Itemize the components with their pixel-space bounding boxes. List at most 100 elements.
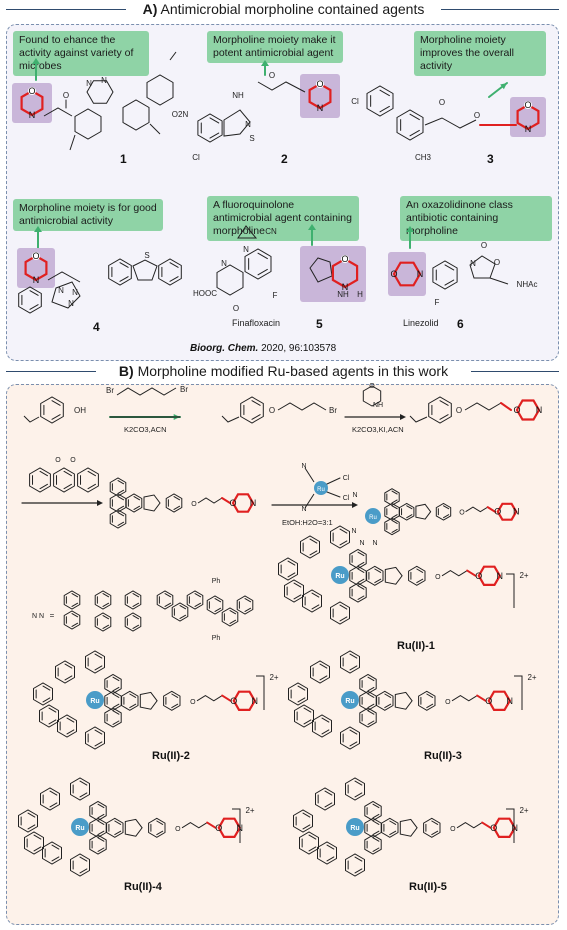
- compound-5-cyclopropyl-n: N: [243, 245, 249, 254]
- ru-complex-1-ancillary-ring-d-double-bond: [293, 582, 302, 588]
- ru-precursor-cl-bond-1: [326, 477, 341, 485]
- ru-complex-2-ip-ligand-pyridine-mid-double-bond: [112, 693, 120, 698]
- ru-complex-5-ip-ligand-pyridine-top-double-bond: [372, 813, 380, 819]
- ru-complex-3-ancillary-ring-d-double-bond: [303, 707, 312, 713]
- nn-legend-symbol: N N: [32, 613, 44, 620]
- product-ligand-pyridine-mid-double-bond: [391, 514, 398, 519]
- product-ru-center: [365, 508, 381, 524]
- legend-dpp-ring-2: [221, 607, 239, 627]
- legend-dpp-ring-2-double-bond: [229, 619, 237, 624]
- legend-dmb-ring-2-double-bond: [102, 624, 110, 629]
- ru-complex-4-ip-ligand-phenyl-double-bond: [156, 830, 164, 836]
- ru-complex-3-ip-ligand-central-ring-double-bond: [384, 693, 392, 698]
- compound-1-n1: N: [86, 79, 92, 88]
- compound-6-f: F: [435, 298, 440, 307]
- ru-complex-5-ancillary-ring-e: [345, 777, 365, 801]
- intermediate-1-ring-double-bond: [251, 400, 261, 406]
- product-ligand-pyridine-top-double-bond: [391, 490, 398, 495]
- phendione-ring-left: [29, 467, 51, 493]
- phendione-ring-left-double-bond: [39, 470, 48, 477]
- product-n-4: N: [359, 540, 364, 547]
- phendione-ring-left-double-bond: [39, 483, 48, 490]
- compound-3-cl: Cl: [351, 97, 359, 106]
- ru-complex-5-ancillary-ring-c-double-bond: [302, 824, 311, 830]
- compound-3-morpholine-highlight: [510, 97, 546, 137]
- ru-complex-1-ancillary-ring-e-double-bond: [339, 540, 348, 546]
- compound-5-morpholine-o-label: O: [341, 254, 348, 264]
- legend-tbu-ring-2-double-bond: [132, 615, 140, 620]
- ru-complex-4-ip-ligand-pyridine-mid-double-bond: [97, 830, 105, 836]
- ru-complex-4-ip-ligand-pyridine-bottom-double-bond: [97, 837, 105, 842]
- ru-complex-2-ancillary-ring-c: [33, 682, 53, 706]
- ru-complex-2-ip-ligand-pyridine-top-double-bond: [112, 686, 120, 692]
- ru-complex-1-ru-center: [331, 566, 349, 584]
- product-ligand-chain-red: [486, 506, 497, 513]
- ru-complex-3-ancillary-ring-c-double-bond: [297, 685, 306, 691]
- legend-phen-ring-2: [171, 602, 189, 622]
- phendione-ring-right-double-bond: [87, 470, 96, 477]
- ru-complex-3-ancillary-ring-d-double-bond: [303, 719, 312, 725]
- ru-complex-4-bracket: [232, 808, 241, 843]
- ligand-ip-pyridine-mid-double-bond: [117, 505, 125, 510]
- compound-3-ring-left-double-bond: [379, 89, 390, 97]
- ru-complex-4-ancillary-ring-d-double-bond: [33, 834, 42, 840]
- ru-complex-1-ip-ligand-central-ring-double-bond: [374, 568, 382, 573]
- legend-dpp-ring-1-double-bond: [214, 607, 222, 612]
- legend-dpp-ring-3-double-bond: [244, 598, 252, 603]
- compound-6-morpholine-highlight: [388, 252, 426, 296]
- ligand-ip-chain-red: [221, 497, 231, 504]
- ru-complex-4-charge: 2+: [245, 806, 254, 815]
- compound-4-thiophene-s: S: [144, 251, 149, 260]
- legend-tbu-ring-2-double-bond: [132, 624, 140, 629]
- ru-complex-1-ip-ligand-morpholine: [477, 565, 502, 587]
- ru-complex-1-ancillary-ring-b-double-bond: [311, 604, 320, 610]
- compound-3-ring-right: [396, 109, 424, 141]
- legend-dmb-ring-2: [94, 612, 112, 632]
- compound-1-methyl-c: [149, 123, 161, 135]
- section-b-rule-right: [471, 371, 559, 372]
- reagent-morpholine-nh: NH: [373, 402, 383, 409]
- compound-number-5: 5: [316, 317, 323, 331]
- ru-complex-5-ip-ligand-morpholine: [492, 817, 517, 839]
- compound-1-ring-b: [122, 99, 150, 131]
- ru-complex-5-ancillary-ring-d-double-bond: [308, 834, 317, 840]
- ru-complex-4-ancillary-ring-e: [70, 777, 90, 801]
- compound-2-thiazole-n: N: [245, 120, 251, 129]
- ru-complex-4-ip-ligand-imidazole: [124, 818, 143, 837]
- ru-complex-2-charge: 2+: [269, 673, 278, 682]
- compound-6-side-chain: [489, 277, 509, 285]
- product-ligand-ether-o: O: [459, 509, 465, 516]
- ligand-ip-imidazole: [143, 494, 161, 512]
- ru-complex-5-ip-ligand-central-ring: [381, 817, 399, 838]
- product-ligand-pyridine-top-double-bond: [391, 499, 398, 504]
- ru-complex-2-ancillary-ring-e-double-bond: [94, 665, 103, 671]
- compound-2-morpholine-highlight: [300, 74, 340, 118]
- compound-4-dbt-ring-b-double-bond: [169, 262, 179, 268]
- compound-2-carbonyl-o: O: [269, 71, 275, 80]
- section-a-rule-left: [6, 9, 126, 10]
- compound-6-ring-o: O: [494, 258, 500, 267]
- compound-3-carbonyl-o: O: [439, 98, 445, 107]
- ru-complex-3-ancillary-ring-c-double-bond: [297, 697, 306, 703]
- compound-number-4: 4: [93, 320, 100, 334]
- ru-complex-3-ancillary-ring-f-double-bond: [349, 729, 358, 735]
- legend-bpy-ring-2-double-bond: [71, 613, 79, 618]
- ligand-ip-central-ring-double-bond: [133, 505, 141, 510]
- ru-complex-2-ancillary-ring-e-double-bond: [94, 653, 103, 659]
- ru-complex-5-ip-ligand-pyridine-bottom-double-bond: [372, 847, 380, 852]
- ru-complex-5-ancillary-ring-c: [293, 809, 313, 833]
- ru-complex-1-ancillary-ring-e-double-bond: [339, 528, 348, 534]
- compound-4-phenyl-double-bond: [29, 290, 39, 296]
- ru-complex-5-ancillary-ring-c-double-bond: [302, 812, 311, 818]
- ru-precursor-cl-1: Cl: [343, 475, 350, 482]
- ru-complex-5-ancillary-ring-e-double-bond: [354, 780, 363, 786]
- compound-3-morpholine-o-bg: [524, 101, 532, 109]
- compound-3-methyl: CH3: [415, 153, 432, 162]
- ru-complex-2-ip-ligand-phenyl: [163, 690, 181, 711]
- compound-6-arrow-head: [406, 226, 414, 232]
- legend-ph-top: Ph: [212, 578, 221, 585]
- ru-complex-5-ip-ligand-ether-o: O: [450, 826, 456, 833]
- ru-complex-1-ip-ligand-central-ring-double-bond: [374, 578, 382, 584]
- reactant-aldehyde: [23, 415, 40, 423]
- ru-complex-1-bracket: [506, 573, 515, 608]
